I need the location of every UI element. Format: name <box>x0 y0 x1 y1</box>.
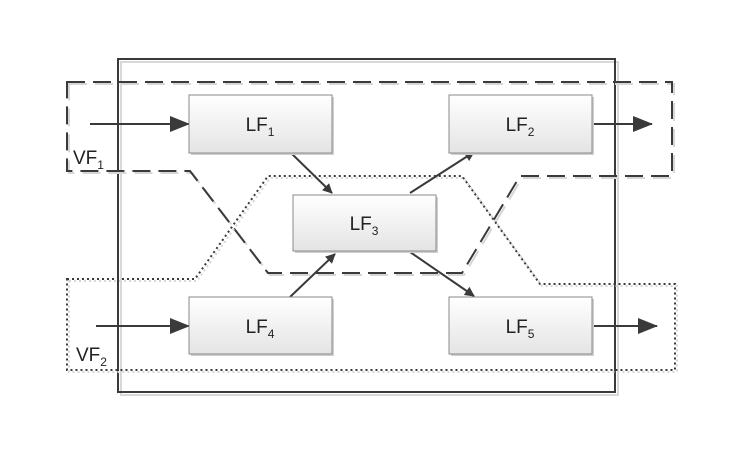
node-lf4-label: LF4 <box>246 317 275 341</box>
node-lf5-label: LF5 <box>506 317 535 341</box>
node-lf1: LF1 <box>188 94 334 155</box>
vf1-dashed-region <box>66 81 673 274</box>
node-lf3-label: LF3 <box>350 214 379 238</box>
container-shadow <box>120 61 619 396</box>
vf2-region-shadow <box>68 177 678 373</box>
edge-lf3-lf5 <box>409 251 475 297</box>
vf2-dotted-region <box>66 175 676 371</box>
vf2-label: VF2 <box>76 345 107 369</box>
vf1-region-shadow <box>68 83 675 276</box>
node-lf4: LF4 <box>188 296 334 356</box>
physical-network-container <box>117 58 616 393</box>
node-lf2-label: LF2 <box>506 115 535 139</box>
node-lf1-label: LF1 <box>246 115 275 139</box>
edge-lf4-lf3 <box>289 253 336 298</box>
vf1-label: VF1 <box>73 148 104 172</box>
node-lf3: LF3 <box>292 194 438 253</box>
node-lf2: LF2 <box>448 94 594 155</box>
edge-lf3-lf2 <box>409 151 475 194</box>
edge-lf1-lf3 <box>289 151 333 194</box>
node-lf5: LF5 <box>448 296 594 356</box>
